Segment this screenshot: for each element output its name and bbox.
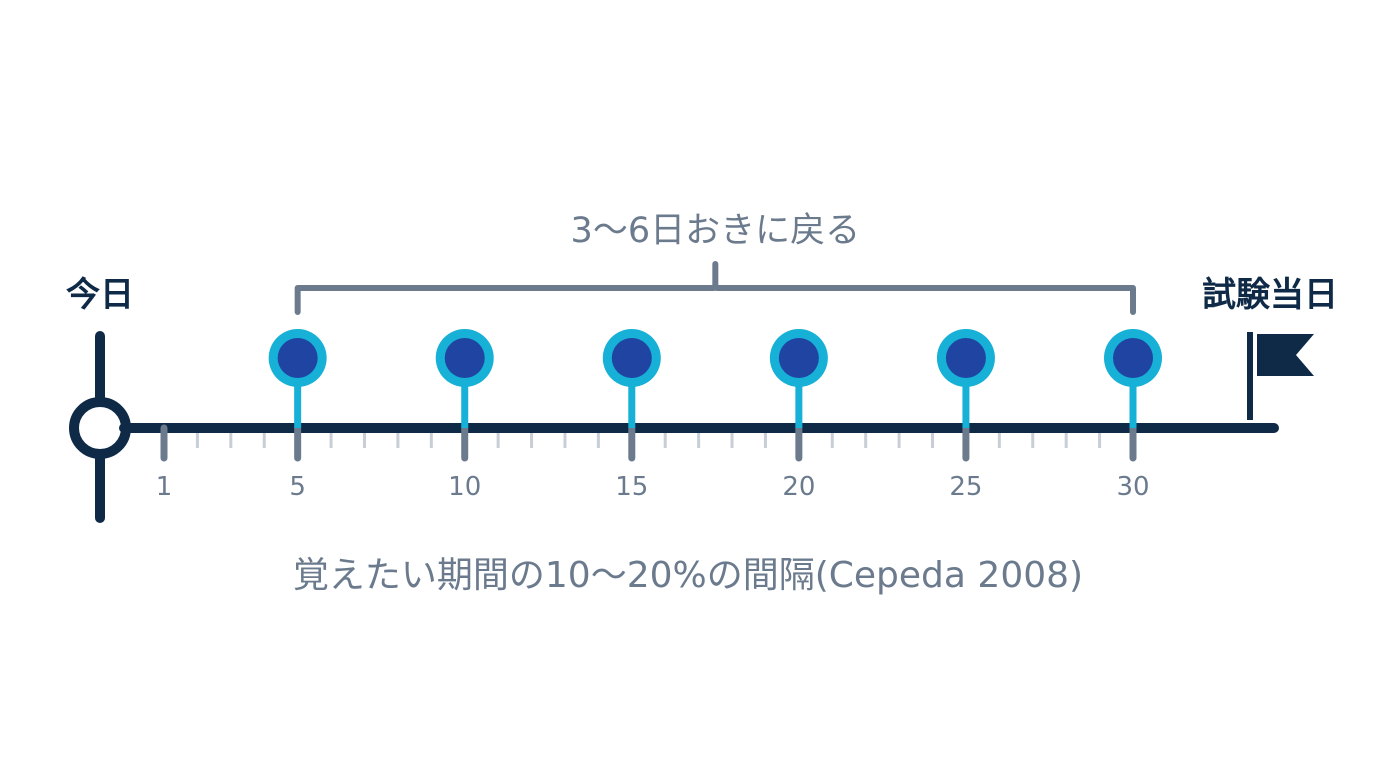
pin-icon [435, 329, 494, 428]
tick-label: 30 [1116, 472, 1149, 502]
tick-label: 20 [782, 472, 815, 502]
pin-dot [611, 338, 652, 378]
ring-icon [69, 397, 131, 459]
end-label: 試験当日 [1202, 275, 1338, 315]
tick-label: 10 [448, 472, 481, 502]
tick-label: 25 [949, 472, 982, 502]
pin-dot [444, 338, 485, 378]
tick-label: 5 [289, 472, 306, 502]
pin-icon [769, 329, 828, 428]
pin-dot [277, 338, 318, 378]
end-marker: 試験当日 [1202, 275, 1338, 420]
pin-dot [778, 338, 819, 378]
review-markers [268, 329, 1162, 428]
start-marker: 今日 [66, 275, 134, 523]
bracket-line [294, 261, 1136, 315]
flag-icon [1247, 332, 1314, 420]
pin-icon [268, 329, 327, 428]
flag-cloth [1257, 334, 1314, 376]
pin-dot [1113, 338, 1153, 378]
pin-icon [1104, 329, 1162, 428]
tick-label: 15 [615, 472, 648, 502]
pin-dot [945, 338, 986, 378]
pin-icon [602, 329, 661, 428]
interval-bracket: 3〜6日おきに戻る [294, 211, 1136, 315]
pin-icon [936, 329, 995, 428]
start-label: 今日 [66, 275, 134, 315]
bracket-label: 3〜6日おきに戻る [571, 211, 861, 251]
caption: 覚えたい期間の10〜20%の間隔(Cepeda 2008) [293, 555, 1083, 596]
tick-label: 1 [156, 472, 173, 502]
